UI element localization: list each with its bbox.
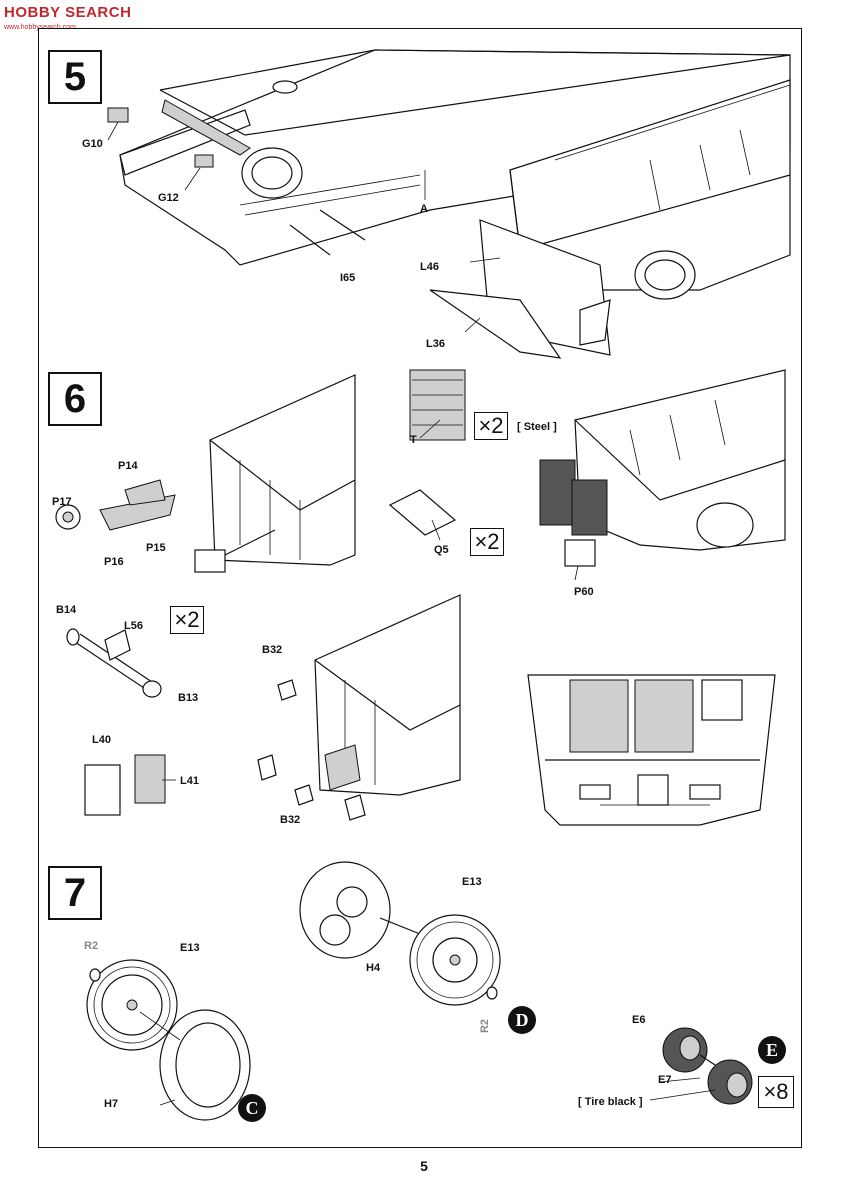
page-number: 5 [420, 1158, 428, 1174]
step7-sprocket-left-drawing [86, 959, 251, 1121]
part-label-p14: P14 [118, 460, 138, 472]
step6-rear-view-drawing [527, 674, 776, 826]
part-label-g10: G10 [82, 138, 103, 150]
part-label-steel: [ Steel ] [517, 421, 557, 433]
watermark-brand: HOBBY SEARCH [4, 4, 132, 21]
part-label-l46: L46 [420, 261, 439, 273]
watermark: HOBBY SEARCH www.hobbysearch.com [4, 4, 132, 31]
part-label-p15: P15 [146, 542, 166, 554]
part-label-q5: Q5 [434, 544, 449, 556]
quantity-b-parts: ×2 [170, 606, 204, 634]
step6-tracks-drawing [388, 369, 466, 536]
part-label-p16: P16 [104, 556, 124, 568]
leader-lines [107, 121, 716, 1106]
part-label-h7: H7 [104, 1098, 119, 1110]
page-frame [38, 28, 802, 1148]
step6-hull-drawing [55, 374, 356, 573]
part-label-p60: P60 [574, 586, 594, 598]
part-label-b32-bottom: B32 [280, 814, 301, 826]
part-label-a: A [420, 203, 428, 215]
part-label-l56: L56 [124, 620, 143, 632]
step5-hull-side-drawing [429, 79, 791, 359]
part-label-b32-top: B32 [262, 644, 283, 656]
step7-road-wheels-drawing [662, 1027, 753, 1105]
step7-sprocket-right-drawing [299, 861, 501, 1006]
watermark-url: www.hobbysearch.com [4, 24, 76, 31]
part-label-g12: G12 [158, 192, 179, 204]
quantity-wheels: ×8 [758, 1076, 794, 1108]
part-label-r2-right: R2 [479, 1018, 492, 1034]
callout-c: C [238, 1094, 266, 1122]
step6-lower-parts-drawing [66, 628, 166, 816]
part-label-p17: P17 [52, 496, 72, 508]
part-label-i65: I65 [340, 272, 356, 284]
part-label-h4: H4 [366, 962, 381, 974]
part-label-b14: B14 [56, 604, 77, 616]
part-label-e7: E7 [658, 1074, 672, 1086]
quantity-tracks: ×2 [474, 412, 508, 440]
step-number-7: 7 [48, 866, 102, 920]
part-label-e13-right: E13 [462, 876, 482, 888]
quantity-q5: ×2 [470, 528, 504, 556]
part-label-e6: E6 [632, 1014, 646, 1026]
part-label-b13: B13 [178, 692, 199, 704]
step6-hull-right-drawing [539, 369, 786, 567]
part-label-l36: L36 [426, 338, 445, 350]
part-label-l40: L40 [92, 734, 111, 746]
part-label-tire-black: [ Tire black ] [578, 1096, 643, 1108]
part-label-t: T [410, 434, 417, 446]
step-number-6: 6 [48, 372, 102, 426]
part-label-l41: L41 [180, 775, 199, 787]
part-label-e13-left: E13 [180, 942, 200, 954]
part-label-r2-left: R2 [84, 940, 99, 952]
callout-d: D [508, 1006, 536, 1034]
callout-e: E [758, 1036, 786, 1064]
step-number-5: 5 [48, 50, 102, 104]
step5-hull-drawing [107, 49, 791, 266]
step6-hull-lower-drawing [257, 594, 461, 821]
